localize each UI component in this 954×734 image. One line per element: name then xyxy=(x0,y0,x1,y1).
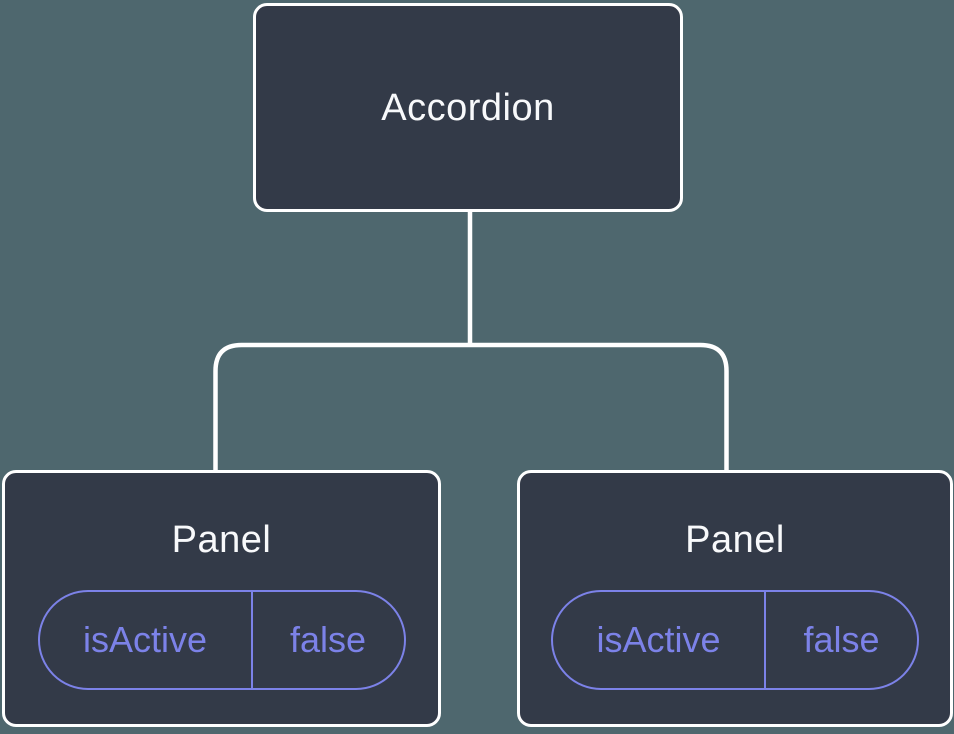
prop-value: false xyxy=(290,619,367,660)
node-panel-2-label: Panel xyxy=(685,519,785,561)
prop-pill: isActive false xyxy=(37,590,406,690)
prop-name: isActive xyxy=(553,592,767,688)
node-accordion-label: Accordion xyxy=(381,86,555,129)
node-accordion[interactable]: Accordion xyxy=(253,3,683,212)
prop-pill: isActive false xyxy=(551,590,919,690)
prop-name: isActive xyxy=(40,592,253,688)
node-panel-1[interactable]: Panel isActive false xyxy=(2,470,441,727)
edge-branch-bracket xyxy=(213,342,729,470)
node-panel-1-label: Panel xyxy=(171,519,272,561)
prop-value: false xyxy=(803,619,880,660)
node-panel-2[interactable]: Panel isActive false xyxy=(517,470,953,727)
